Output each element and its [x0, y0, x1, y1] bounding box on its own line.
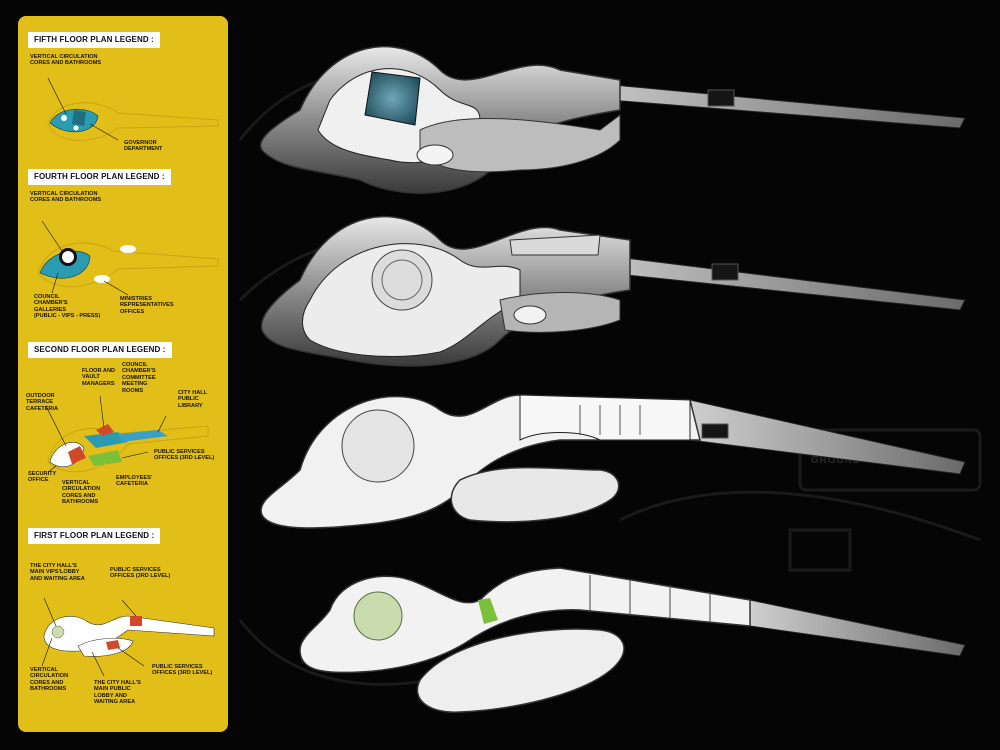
- fifth-floor-plan: [259, 45, 966, 194]
- first-label-public-services-bottom: PUBLIC SERVICES OFFICES (3RD LEVEL): [152, 664, 213, 677]
- fifth-floor-legend-title: FIFTH FLOOR PLAN LEGEND :: [28, 32, 160, 48]
- fourth-floor-plan: [260, 215, 966, 367]
- first-label-circulation: VERTICAL CIRCULATION CORES AND BATHROOMS: [30, 667, 69, 693]
- second-label-circulation: VERTICAL CIRCULATION CORES AND BATHROOMS: [62, 480, 101, 506]
- first-label-public-services-top: PUBLIC SERVICES OFFICES (3RD LEVEL): [110, 567, 171, 580]
- legend-panel: FIFTH FLOOR PLAN LEGEND : VERTICAL CIRCU…: [18, 16, 228, 732]
- fifth-label-circulation: VERTICAL CIRCULATION CORES AND BATHROOMS: [30, 54, 102, 67]
- second-label-security: SECURITY OFFICE: [28, 471, 57, 484]
- first-legend-diagram: [41, 597, 215, 677]
- first-floor-legend-title: FIRST FLOOR PLAN LEGEND :: [28, 528, 161, 544]
- second-label-committee-rooms: COUNCIL CHAMBER'S COMMITTEE MEETING ROOM…: [122, 362, 156, 394]
- fifth-label-governor: GOVERNOR DEPARTMENT: [124, 140, 163, 153]
- second-label-employees-cafeteria: EMPLOYEES' CAFETERIA: [116, 475, 153, 488]
- second-label-terrace-cafeteria: OUTDOOR TERRACE CAFETERIA: [26, 393, 59, 412]
- second-label-public-services: PUBLIC SERVICES OFFICES (3RD LEVEL): [154, 449, 215, 462]
- fifth-legend-diagram: [47, 77, 219, 141]
- second-floor-legend-title: SECOND FLOOR PLAN LEGEND :: [28, 342, 172, 358]
- fourth-floor-legend-title: FOURTH FLOOR PLAN LEGEND :: [28, 169, 171, 185]
- fourth-legend-diagram: [37, 220, 219, 296]
- fourth-label-ministries: MINISTRIES REPRESENTATIVES OFFICES: [120, 296, 174, 315]
- second-floor-plan: [260, 394, 966, 529]
- fourth-label-circulation: VERTICAL CIRCULATION CORES AND BATHROOMS: [30, 191, 102, 204]
- first-label-public-lobby: THE CITY HALL'S MAIN PUBLIC LOBBY AND WA…: [94, 680, 141, 706]
- first-label-vip-lobby: THE CITY HALL'S MAIN VIPS'LOBBY AND WAIT…: [30, 563, 85, 582]
- first-floor-plan: [299, 567, 966, 713]
- fourth-label-council-galleries: COUNCIL CHAMBER'S GALLERIES (PUBLIC - VI…: [34, 294, 101, 320]
- second-label-floor-vault: FLOOR AND VAULT MANAGERS: [82, 368, 116, 387]
- second-legend-diagram: [45, 396, 209, 473]
- second-label-library: CITY HALL PUBLIC LIBRARY: [178, 390, 208, 409]
